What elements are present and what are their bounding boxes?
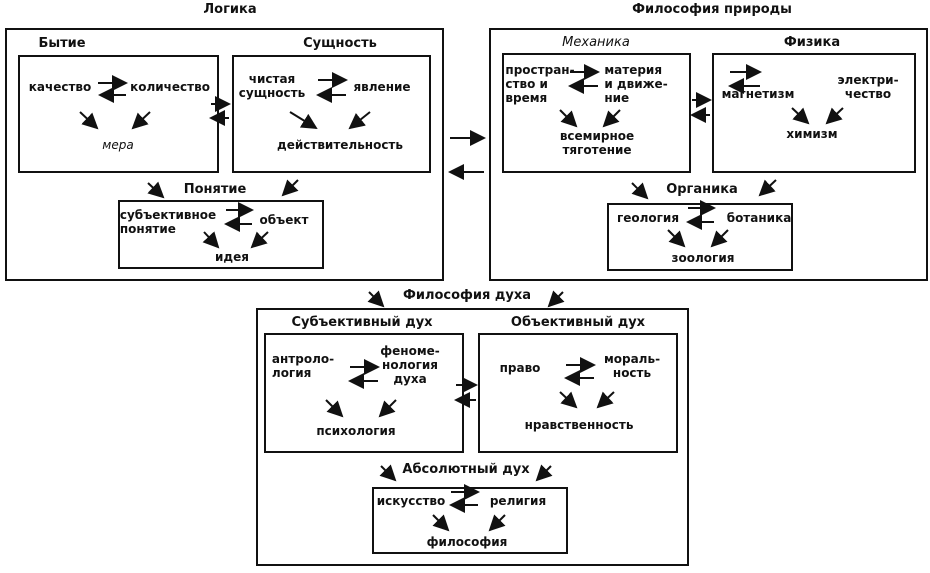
concept-box [118, 200, 324, 269]
botany: ботаника [726, 211, 792, 225]
arrow [559, 391, 578, 409]
arrow [131, 111, 151, 130]
objective-spirit-title: Объективный дух [510, 315, 646, 330]
philosophy: философия [426, 535, 508, 549]
physics-box [712, 53, 916, 173]
essence-box [232, 55, 431, 173]
being-title: Бытие [38, 36, 86, 51]
subjective-spirit-title: Субъективный дух [291, 315, 433, 330]
arrow [596, 391, 615, 409]
idea: идея [215, 250, 249, 264]
chemism: химизм [786, 127, 838, 141]
arrow [710, 229, 729, 248]
phenomenology: феноме- нология духа [380, 344, 440, 386]
arrow [631, 182, 649, 200]
essence-title: Сущность [303, 36, 377, 51]
arrow [379, 464, 397, 482]
ethics: нравственность [524, 418, 634, 432]
arrow [348, 111, 371, 130]
mechanics-title: Механика [562, 35, 630, 50]
space-time: простран- ство и время [505, 63, 575, 105]
arrow [325, 399, 344, 418]
arrow [378, 399, 397, 418]
arrow [79, 111, 99, 130]
morality: мораль- ность [603, 352, 661, 380]
arrow [791, 107, 810, 125]
subjective-concept: субъективное понятие [119, 208, 217, 236]
arrow [535, 464, 553, 482]
pure-essence: чистая сущность [238, 72, 306, 100]
law: право [499, 361, 541, 375]
arrow [547, 290, 565, 308]
arrow [202, 231, 220, 249]
religion: религия [489, 494, 547, 508]
arrow [667, 229, 686, 248]
logic-box [5, 28, 444, 281]
concept-title: Понятие [183, 182, 247, 197]
nature-box [489, 28, 928, 281]
arrow [281, 179, 299, 197]
zoology: зоология [671, 251, 735, 265]
psychology: психология [316, 424, 396, 438]
appearance: явление [353, 80, 411, 94]
arrow [367, 290, 385, 308]
absolute-spirit-title: Абсолютный дух [402, 462, 530, 477]
object: объект [259, 213, 309, 227]
nature-title: Философия природы [632, 2, 792, 17]
objective-spirit-box [478, 333, 678, 453]
art: искусство [376, 494, 446, 508]
measure: мера [102, 138, 134, 152]
geology: геология [616, 211, 680, 225]
arrow [602, 109, 621, 128]
arrow [559, 109, 578, 128]
logic-title: Логика [203, 2, 257, 17]
spirit-box [256, 308, 689, 566]
quantity: количество [130, 80, 210, 94]
arrow [825, 107, 844, 125]
gravity: всемирное тяготение [559, 129, 635, 157]
spirit-title: Философия духа [402, 288, 532, 303]
quality: качество [28, 80, 92, 94]
arrow [758, 179, 777, 197]
organics-title: Органика [666, 182, 738, 197]
arrow [250, 231, 269, 249]
arrow [488, 514, 506, 532]
arrow [147, 181, 165, 199]
electricity: электри- чество [837, 73, 899, 101]
anthropology: антроло- логия [271, 352, 335, 380]
matter-motion: материя и движе- ние [604, 63, 668, 105]
actuality: действительность [277, 138, 403, 152]
physics-title: Физика [783, 35, 841, 50]
arrow [432, 514, 450, 532]
arrow [289, 111, 318, 130]
